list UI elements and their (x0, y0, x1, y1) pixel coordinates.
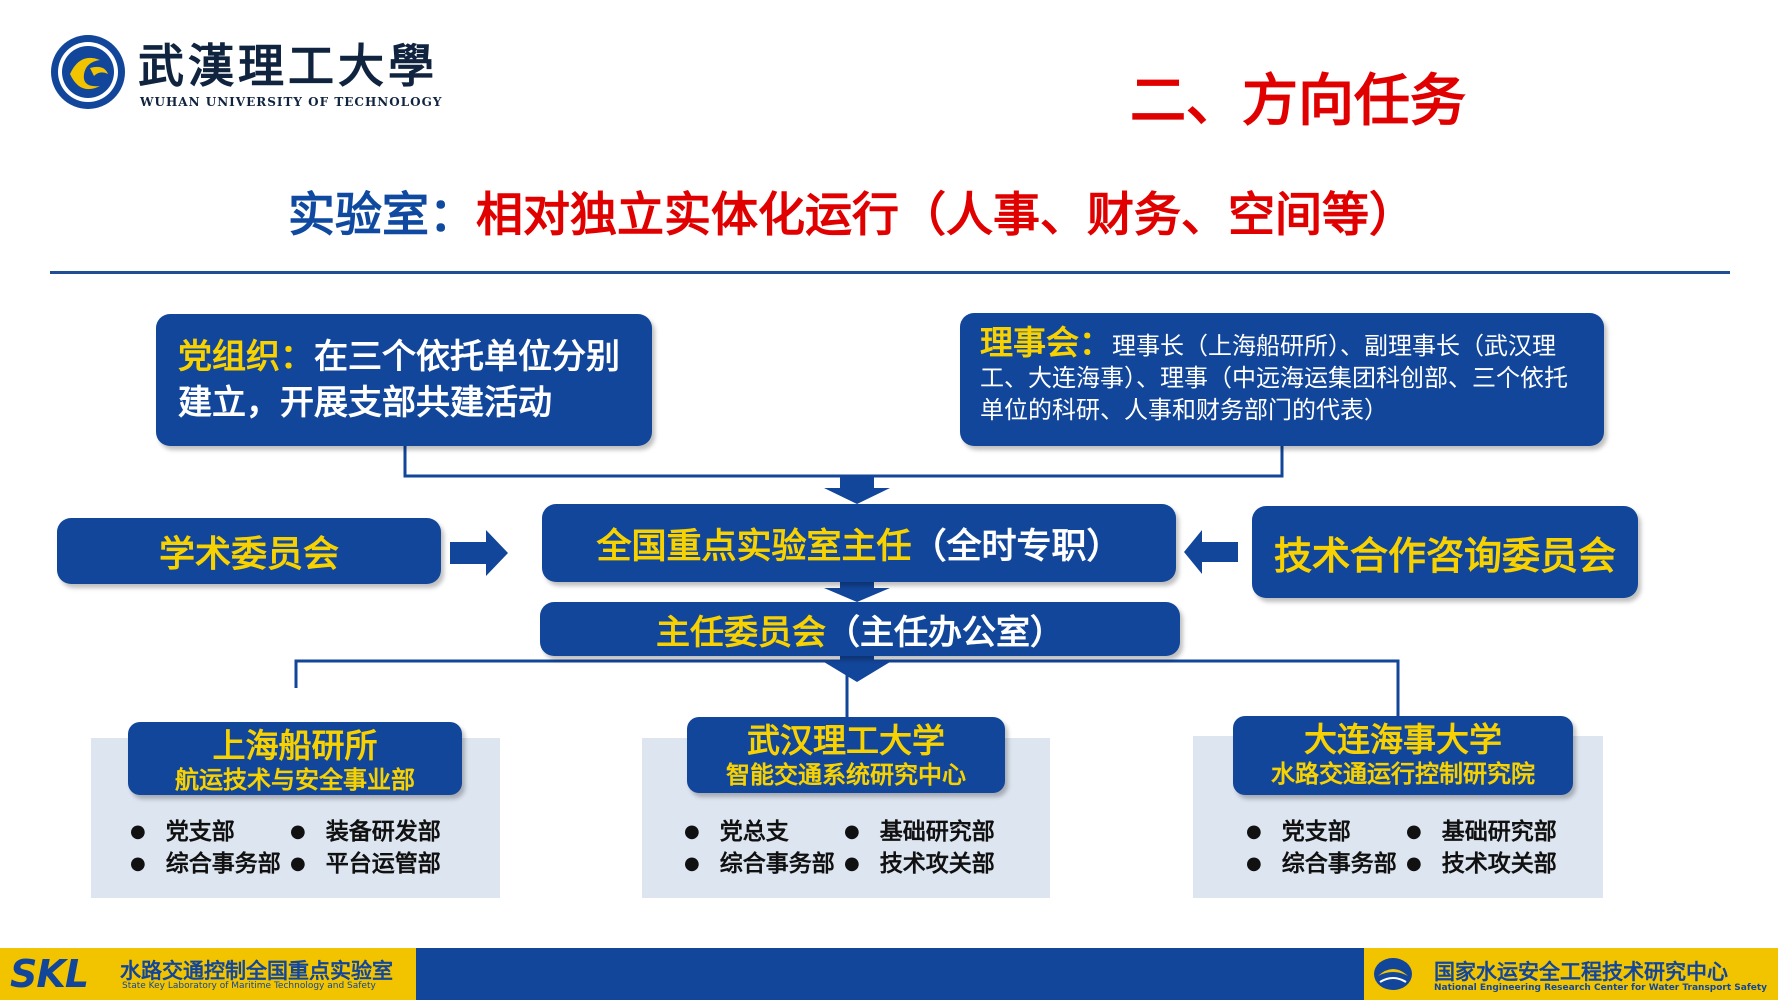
down-arrow-icon (824, 582, 890, 602)
dept-item: 综合事务部 (684, 844, 835, 878)
dept-item: 综合事务部 (130, 844, 281, 878)
lab-director-box: 全国重点实验室主任（全时专职） (542, 504, 1176, 582)
party-connector-line (403, 446, 1284, 478)
tech-cooperation-committee-box: 技术合作咨询委员会 (1252, 506, 1638, 598)
down-arrow-icon (824, 656, 890, 682)
university-logo-english: WUHAN UNIVERSITY OF TECHNOLOGY (140, 95, 443, 109)
university-emblem-icon (51, 35, 125, 109)
dept-item: 综合事务部 (1246, 844, 1397, 878)
right-arrow-icon (450, 530, 508, 576)
footer-left-subtitle: State Key Laboratory of Maritime Technol… (122, 981, 376, 991)
unit-name: 武汉理工大学 (747, 721, 945, 760)
dept-item: 党支部 (1246, 812, 1351, 846)
unit-name: 上海船研所 (212, 726, 378, 765)
university-logo-text: 武漢理工大學 (138, 39, 438, 93)
header-divider (50, 271, 1730, 274)
director-note: （全时专职） (911, 526, 1122, 567)
dept-item: 基础研究部 (1406, 812, 1557, 846)
dept-item: 党支部 (130, 812, 235, 846)
dept-item: 平台运管部 (290, 844, 441, 878)
party-label: 党组织： (178, 337, 314, 377)
dept-item: 技术攻关部 (844, 844, 995, 878)
footer-left-title: 水路交通控制全国重点实验室 (120, 959, 393, 983)
unit-name: 大连海事大学 (1304, 720, 1502, 759)
footer-right-panel (1364, 948, 1778, 1000)
subtitle-value: 相对独立实体化运行（人事、财务、空间等） (476, 188, 1416, 243)
academic-committee-box: 学术委员会 (57, 518, 441, 584)
committee-note: （主任办公室） (826, 612, 1064, 653)
board-text: 理事长（上海船研所）、副理事长（武汉理工、大连海事）、理事（中远海运集团科创部、… (980, 332, 1568, 424)
unit-subtitle: 智能交通系统研究中心 (726, 761, 966, 789)
unit-header-shanghai: 上海船研所 航运技术与安全事业部 (128, 722, 462, 795)
director-label: 全国重点实验室主任 (596, 526, 912, 567)
subtitle-label: 实验室： (288, 188, 476, 243)
board-label: 理事会： (980, 323, 1112, 362)
director-committee-box: 主任委员会（主任办公室） (540, 602, 1180, 656)
down-arrow-icon (824, 476, 890, 504)
footer-right-subtitle: National Engineering Research Center for… (1434, 983, 1768, 993)
unit-header-dalian: 大连海事大学 水路交通运行控制研究院 (1233, 716, 1573, 795)
unit-subtitle: 水路交通运行控制研究院 (1271, 760, 1535, 788)
committee-label: 主任委员会 (656, 612, 826, 653)
research-center-logo-icon (1374, 958, 1412, 990)
board-of-directors-box: 理事会：理事长（上海船研所）、副理事长（武汉理工、大连海事）、理事（中远海运集团… (960, 313, 1604, 446)
footer-left-panel (0, 948, 416, 1000)
dept-item: 技术攻关部 (1406, 844, 1557, 878)
dept-item: 基础研究部 (844, 812, 995, 846)
skl-logo: SKL (10, 952, 89, 996)
party-text: 在三个依托单位分别建立，开展支部共建活动 (178, 337, 620, 423)
left-arrow-icon (1184, 530, 1238, 574)
footer-right-title: 国家水运安全工程技术研究中心 (1434, 960, 1728, 984)
unit-subtitle: 航运技术与安全事业部 (175, 766, 415, 794)
unit-header-wuhan: 武汉理工大学 智能交通系统研究中心 (687, 717, 1005, 793)
dept-item: 装备研发部 (290, 812, 441, 846)
section-title: 二、方向任务 (1130, 69, 1466, 134)
subtitle: 实验室：相对独立实体化运行（人事、财务、空间等） (288, 176, 1416, 245)
party-organization-box: 党组织：在三个依托单位分别建立，开展支部共建活动 (156, 314, 652, 446)
dept-item: 党总支 (684, 812, 789, 846)
